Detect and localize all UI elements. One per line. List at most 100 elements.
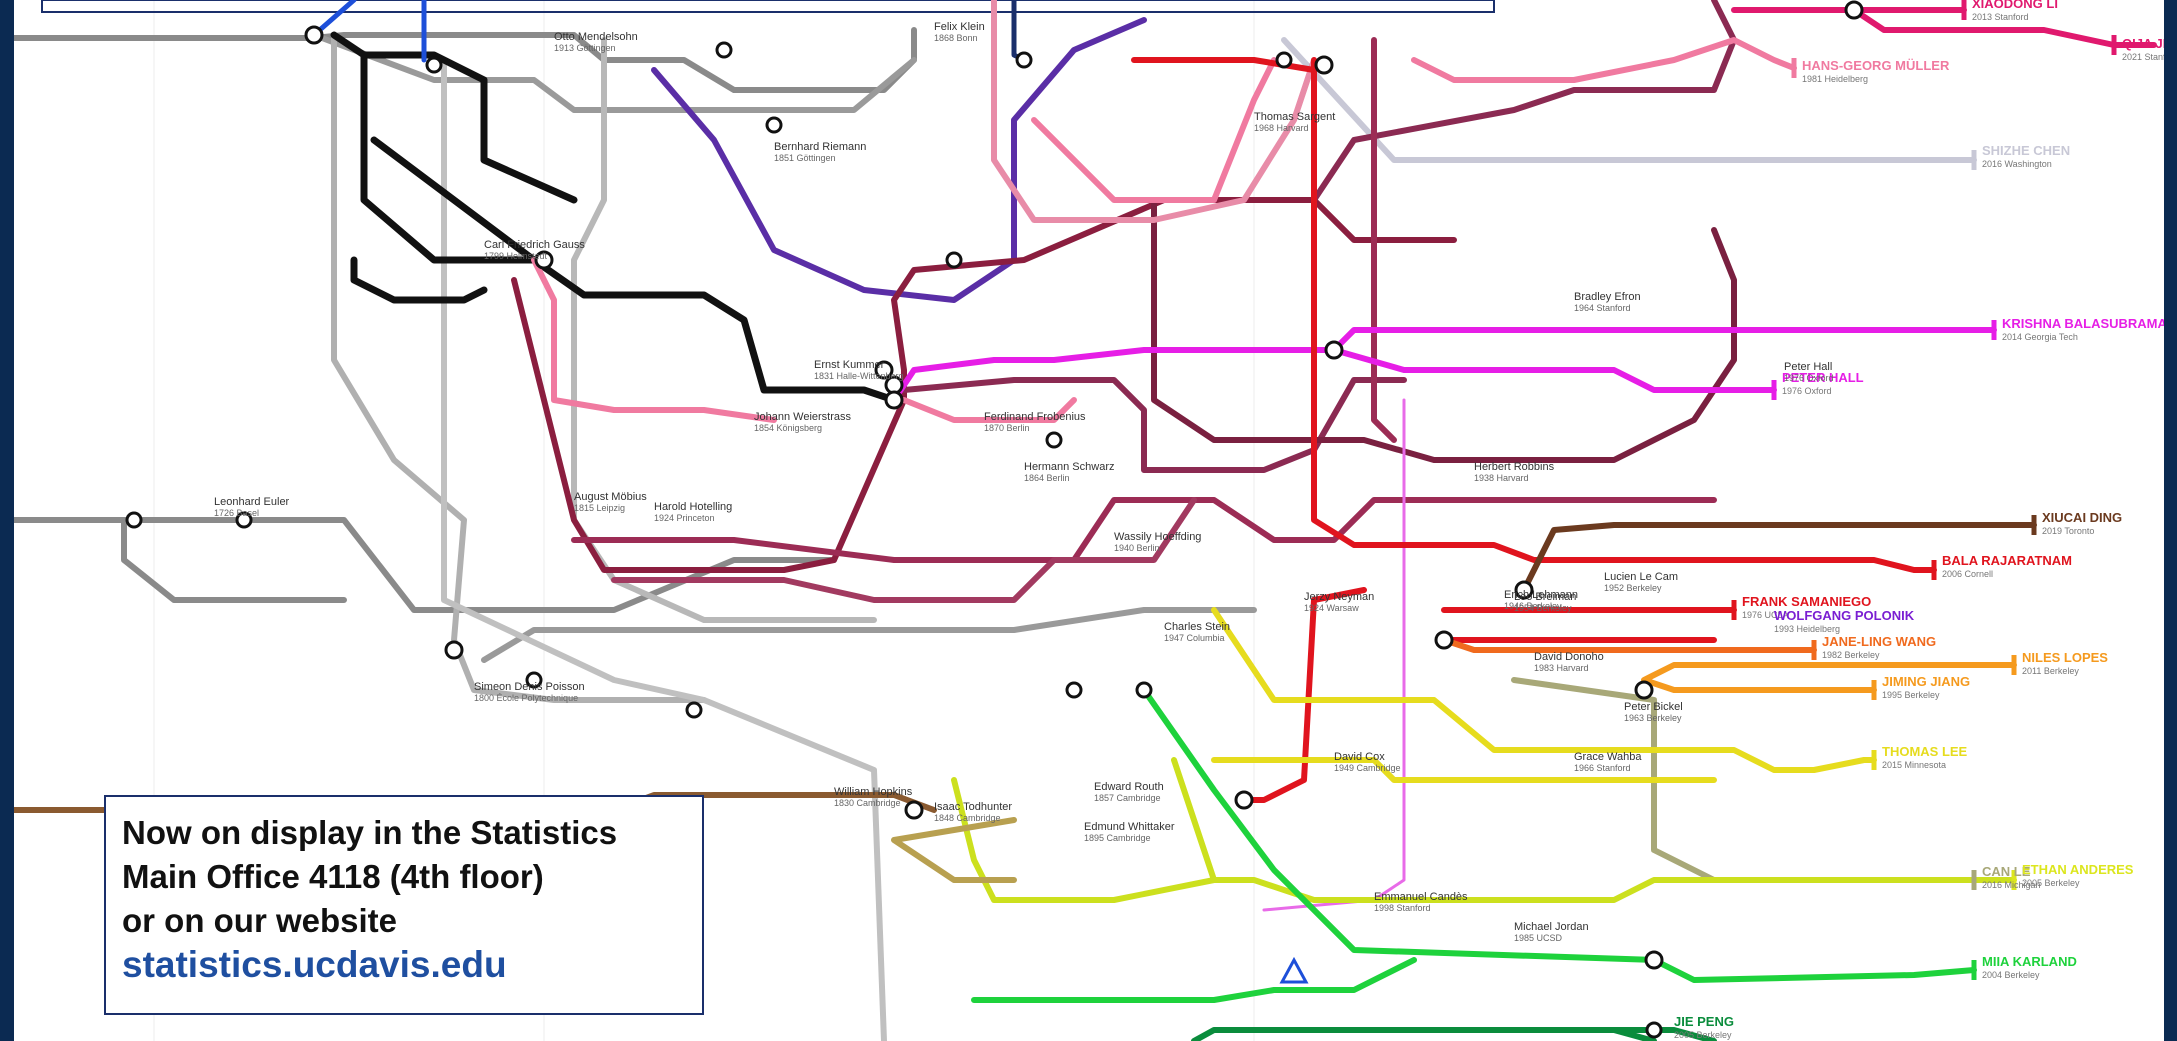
terminal-name: PETER HALL [1782, 370, 1864, 385]
interchange-stations [125, 0, 1864, 1039]
line-gray-5 [481, 607, 1257, 663]
terminal-name: JIMING JIANG [1882, 674, 1970, 689]
terminal-name: HANS-GEORG MÜLLER [1802, 58, 1950, 73]
line-black [330, 31, 898, 404]
station-name: Jerzy Neyman [1304, 591, 1374, 603]
terminal-degree: 2016 Michigan [1982, 880, 2041, 890]
station-name: William Hopkins [834, 786, 913, 798]
station-degree: 1830 Cambridge [834, 798, 901, 808]
terminal-degree: 2016 Washington [1982, 159, 2052, 169]
station-name: Johann Weierstrass [754, 411, 852, 423]
station-degree: 1851 Göttingen [774, 153, 836, 163]
website-link[interactable]: statistics.ucdavis.edu [122, 944, 507, 985]
terminal-degree: 2015 Minnesota [1882, 760, 1946, 770]
terminal-degree: 1981 Heidelberg [1802, 74, 1868, 84]
terminal-name: FRANK SAMANIEGO [1742, 594, 1871, 609]
terminal-degree: 1993 Heidelberg [1774, 624, 1840, 634]
terminal-name: JIE PENG [1674, 1014, 1734, 1029]
station-degree: 1964 Stanford [1574, 303, 1631, 313]
station-degree: 1976 Oxford [1784, 373, 1834, 383]
station-degree: 1940 Berlin [1114, 543, 1160, 553]
terminal-degree: 2019 Toronto [2042, 526, 2094, 536]
top-frame [41, 0, 1495, 13]
terminal-degree: 2004 Berkeley [1982, 970, 2040, 980]
station-degree: 1968 Harvard [1254, 123, 1309, 133]
line-red-top [1731, 7, 2157, 48]
line-orange [1441, 637, 1817, 653]
station-name: August Möbius [574, 491, 647, 503]
terminal-name: QIJA JIANG [2122, 36, 2164, 51]
station-name: David Cox [1334, 751, 1385, 763]
station-degree: 1854 Königsberg [754, 423, 822, 433]
station-name: Ernst Kummer [814, 359, 885, 371]
station-name: Otto Mendelsohn [554, 31, 638, 43]
station-name: Peter Bickel [1624, 701, 1683, 713]
line-maroon-5 [1151, 197, 1737, 463]
line-maroon-1 [511, 197, 1457, 573]
terminal-degree: 2013 Stanford [1972, 12, 2029, 22]
line-maroon-7 [1371, 37, 1397, 443]
terminal-degree: 1976 Oxford [1782, 386, 1832, 396]
line-yellow [1211, 607, 1877, 783]
station-name: Hermann Schwarz [1024, 461, 1114, 473]
terminal-name: XIAODONG LI [1972, 0, 2058, 11]
station-name: Grace Wahba [1574, 751, 1642, 763]
station-name: Harold Hotelling [654, 501, 732, 513]
terminal-name: XIUCAI DING [2042, 510, 2122, 525]
line-gray-7 [571, 37, 877, 623]
line-gray-3 [14, 517, 837, 613]
line-lime [951, 757, 2017, 903]
line-maroon-4 [611, 497, 1197, 603]
station-degree: 1952 Berkeley [1604, 583, 1662, 593]
terminal-degree: 2011 Berkeley [2022, 666, 2079, 676]
station-name: Wassily Hoeffding [1114, 531, 1201, 543]
station-name: Erich Lehmann [1504, 589, 1578, 601]
station-degree: 1985 UCSD [1514, 933, 1563, 943]
station-name: Bradley Efron [1574, 291, 1641, 303]
station-degree: 1924 Princeton [654, 513, 715, 523]
line-pink-1 [531, 257, 1077, 423]
terminal-name: JANE-LING WANG [1822, 634, 1936, 649]
station-degree: 1924 Warsaw [1304, 603, 1359, 613]
station-degree: 1983 Harvard [1534, 663, 1589, 673]
station-degree: 1800 École Polytechnique [474, 693, 578, 703]
station-name: Emmanuel Candès [1374, 891, 1468, 903]
line-navy [1011, 0, 1027, 63]
terminal-name: THOMAS LEE [1882, 744, 1968, 759]
station-degree: 1963 Berkeley [1624, 713, 1682, 723]
line-gray-8 [441, 57, 887, 1041]
davis-marker-icon [1279, 956, 1309, 984]
station-degree: 1799 Helmstedt [484, 251, 548, 261]
station-name: Leo Breiman [1514, 591, 1576, 603]
station-name: Simeon Denis Poisson [474, 681, 585, 693]
line-magenta-thin [1262, 398, 1406, 912]
line-magenta [891, 327, 1997, 403]
station-name: Isaac Todhunter [934, 801, 1012, 813]
terminal-name: BALA RAJARATNAM [1942, 553, 2072, 568]
station-name: Ferdinand Frobenius [984, 411, 1086, 423]
terminal-degree: 2014 Georgia Tech [2002, 332, 2078, 342]
terminal-degree: 2006 Cornell [1942, 569, 1993, 579]
terminal-degree: 2005 Berkeley [1674, 1030, 1732, 1040]
terminal-degree: 1982 Berkeley [1822, 650, 1880, 660]
station-degree: 1998 Stanford [1374, 903, 1431, 913]
line-pink-2 [1031, 37, 1797, 203]
line-pink-3 [991, 0, 1317, 223]
station-name: Thomas Sargent [1254, 111, 1335, 123]
line-maroon-2 [901, 377, 1407, 473]
line-orange-2 [1641, 662, 2017, 693]
station-degree: 1726 Basel [214, 508, 259, 518]
terminal-name: CAN LE [1982, 864, 2031, 879]
terminal-name: ETHAN ANDERES [2022, 862, 2134, 877]
station-name: Bernhard Riemann [774, 141, 866, 153]
line-blue [311, 0, 427, 63]
line-green [971, 687, 1977, 1003]
callout-line-2: Main Office 4118 (4th floor) [122, 858, 544, 895]
station-degree: 1946 Berkeley [1504, 601, 1562, 611]
station-degree: 1895 Cambridge [1084, 833, 1151, 843]
station-degree: 1864 Berlin [1024, 473, 1070, 483]
terminal-degree: 1976 UCLA [1742, 610, 1789, 620]
